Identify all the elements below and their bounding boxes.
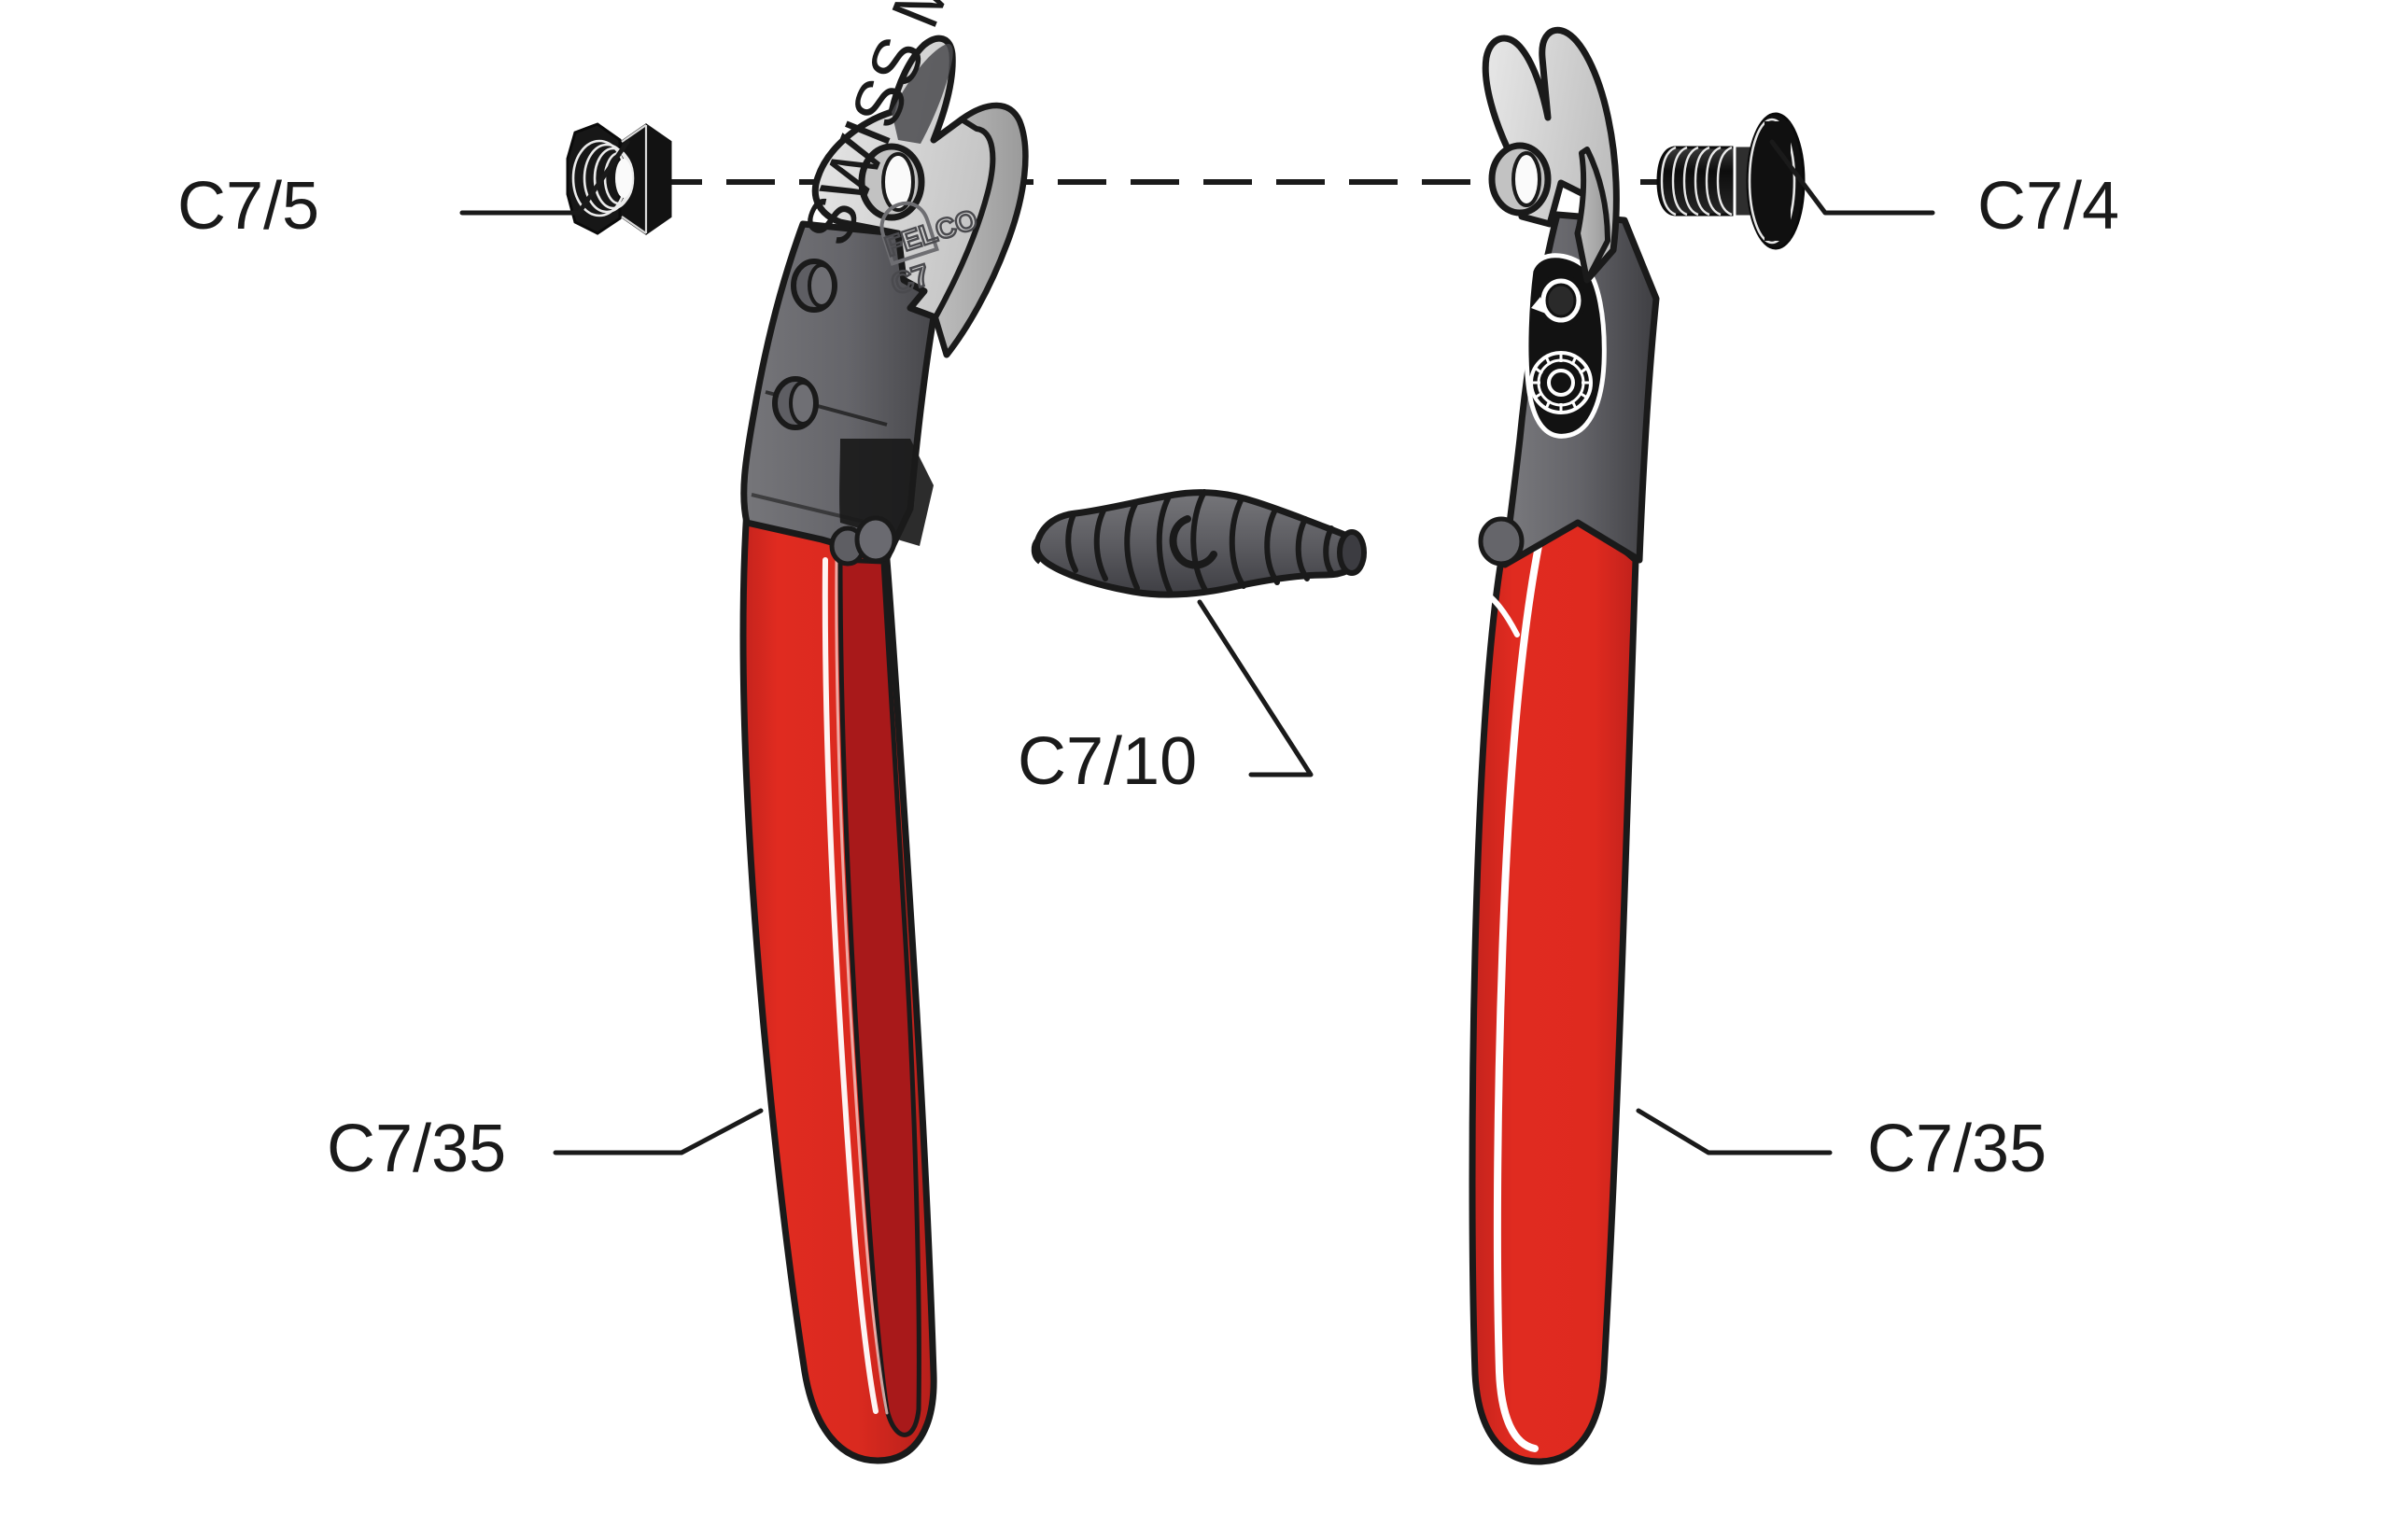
right-pivot-hole xyxy=(1488,142,1552,217)
right-cutter-half xyxy=(1469,26,1660,1465)
callout-leader-lines xyxy=(459,139,1935,1155)
leader-c7-35-right xyxy=(1636,1108,1833,1155)
left-rivet-lower xyxy=(772,376,819,430)
callout-label-c7-4: C7/4 xyxy=(1977,169,2119,244)
right-blade xyxy=(1482,26,1620,284)
callout-label-c7-5: C7/5 xyxy=(177,169,319,244)
handle-grip-left xyxy=(739,505,937,1464)
left-body-gray xyxy=(740,220,937,567)
leader-c7-5 xyxy=(459,139,630,216)
callout-label-c7-10: C7/10 xyxy=(1018,724,1197,799)
right-pin xyxy=(1478,516,1525,567)
right-lock-mechanism xyxy=(1524,253,1607,439)
right-body-gray xyxy=(1478,211,1660,568)
left-pin-pair xyxy=(829,515,897,567)
pivot-bolt-part xyxy=(1656,112,1806,250)
leader-c7-10 xyxy=(1197,599,1314,777)
left-rivet-upper xyxy=(791,259,837,313)
left-pivot-hole xyxy=(858,143,925,221)
leader-c7-4 xyxy=(1769,139,1935,216)
coil-spring-part xyxy=(1031,489,1367,598)
callout-label-c7-35-right: C7/35 xyxy=(1867,1112,2046,1186)
leader-c7-35-left xyxy=(553,1108,764,1155)
left-cutter-half: SWISS MADE FELCO C7 xyxy=(739,0,1029,1464)
hex-nut-part xyxy=(566,122,672,235)
callout-label-c7-35-left: C7/35 xyxy=(327,1112,506,1186)
knurled-wheel-icon xyxy=(1529,351,1593,414)
handle-grip-right xyxy=(1469,514,1639,1465)
